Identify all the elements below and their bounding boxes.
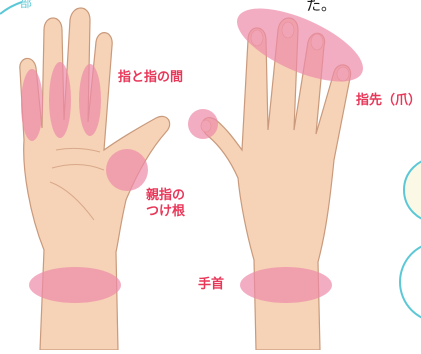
top-text-fragment: た。 [306,0,337,14]
highlight-between-finger-3 [79,64,101,136]
label-between-fingers: 指と指の間 [118,70,184,85]
decor-circle-top [403,160,421,220]
highlight-right-wrist [240,267,332,303]
highlight-between-finger-1 [21,69,43,141]
highlight-right-thumb-tip [188,109,218,139]
label-fingertips: 指先（爪） [356,93,421,108]
teal-accent-stroke [0,1,23,15]
label-thumb-base: 親指の つけ根 [146,188,185,221]
highlight-between-finger-2 [49,62,71,138]
label-thumb-base-line1: 親指の [146,188,186,203]
label-thumb-base-line2: つけ根 [146,204,186,220]
highlight-left-wrist [29,267,121,303]
top-left-text-fragment: 部 [20,0,33,10]
highlight-fingertips [236,8,364,82]
label-wrist: 手首 [198,277,225,292]
highlight-thumb-base [106,149,148,191]
decor-circle-bottom [399,245,421,319]
